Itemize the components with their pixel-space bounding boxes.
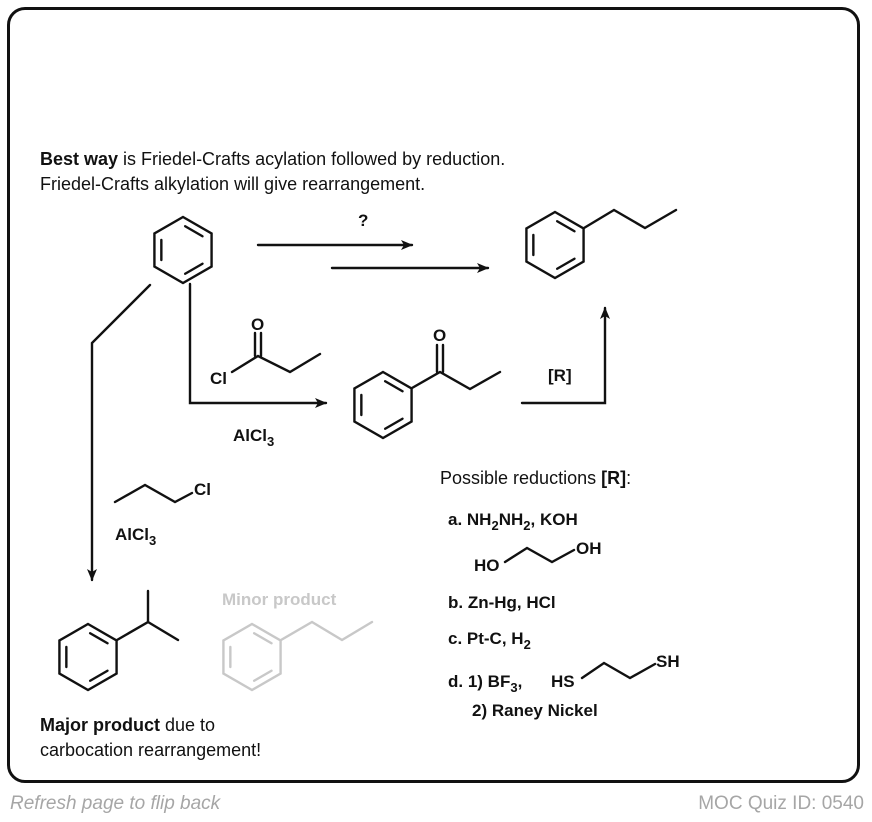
alkylation-catalyst: AlCl3 [115,525,156,548]
ring-double-bond [183,225,204,238]
ring-bonds [222,622,282,692]
reduction-b: b. Zn-Hg, HCl [448,593,556,612]
reduction-d-step-1: d. 1) BF3, [448,672,522,695]
propylbenzene-ring [525,210,585,280]
arrow-acylation [188,282,328,408]
ring-double-bond [252,632,273,645]
ethanedithiol-sh: SH [656,652,680,671]
benzene-start [153,215,213,285]
intro-line-1: Best way is Friedel-Crafts acylation fol… [40,149,505,169]
ring-double-bond [252,669,273,682]
flip-back-hint: Refresh page to flip back [10,793,221,814]
propyl-chloride-chain [113,483,194,504]
arrow-reduction [520,306,610,405]
acyl-chloride-chain [230,352,322,374]
ring-double-bond [555,220,576,233]
ethylene-glycol-ho: HO [474,556,500,575]
ring-double-bond [383,417,404,430]
ethanedithiol-hs: HS [551,672,575,691]
ring-bonds [353,370,413,440]
isopropyl-bond [115,589,150,642]
major-product-line-1: Major product due to [40,715,215,735]
reduction-a: a. NH2NH2, KOH [448,510,578,533]
ethylene-glycol-chain [503,546,576,564]
alkyl-cl-atom: Cl [194,480,211,499]
ring-bonds [58,622,118,692]
reductions-title: Possible reductions [R]: [440,468,631,488]
ethanedithiol-chain [580,661,657,680]
ethylene-glycol-oh: OH [576,539,602,558]
acyl-o-atom: O [251,315,264,334]
ketone-o-atom: O [433,326,446,345]
ring-double-bond [88,669,109,682]
minor-product-ring [222,622,282,692]
ring-double-bond [555,257,576,270]
minor-product-label: Minor product [222,590,337,609]
acyl-cl-atom: Cl [210,369,227,388]
reduction-d-step-2: 2) Raney Nickel [472,701,598,720]
ring-double-bond [183,262,204,275]
ring-bonds [153,215,213,285]
acylation-catalyst: AlCl3 [233,426,274,449]
ring-double-bond [88,632,109,645]
ketone-chain [410,370,502,391]
minor-product-chain [279,620,374,642]
quiz-id: MOC Quiz ID: 0540 [698,793,864,814]
reduction-c: c. Pt-C, H2 [448,629,531,652]
ring-double-bond [383,380,404,393]
reduction-label: [R] [548,366,572,385]
isopropyl-bond [146,620,180,642]
product-propyl-chain [582,208,678,230]
propiophenone-ring [353,370,413,440]
question-mark: ? [358,211,368,230]
major-product-line-2: carbocation rearrangement! [40,740,261,760]
quiz-card[interactable] [7,7,860,783]
arrow-alkylation [87,283,152,582]
intro-line-2: Friedel-Crafts alkylation will give rear… [40,174,425,194]
ring-bonds [525,210,585,280]
cumene-ring [58,622,118,692]
